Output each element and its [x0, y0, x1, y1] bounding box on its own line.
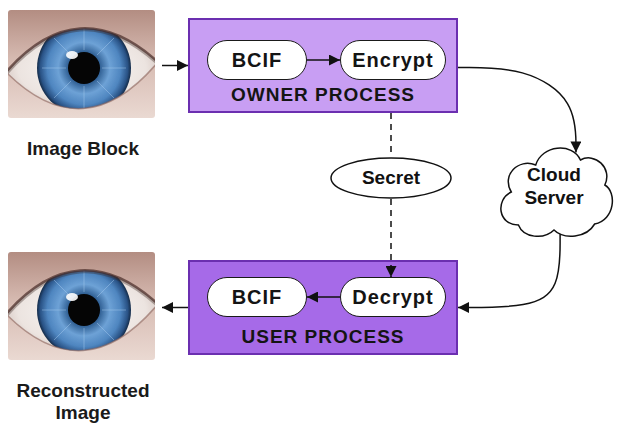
image-block: Image Block: [4, 10, 162, 160]
arrow-connector: [458, 67, 576, 152]
node-label: USER PROCESS: [242, 326, 405, 348]
node-label: Decrypt: [352, 286, 433, 308]
node-label: Image Block: [27, 138, 139, 160]
node-label: Reconstructed Image: [4, 380, 162, 424]
cloud-server: Cloud Server: [493, 130, 615, 242]
arrow-connector: [162, 65, 188, 67]
arrow-connector: [162, 307, 188, 309]
node-label: Cloud Server: [512, 163, 596, 209]
arrow-connector: [307, 296, 340, 298]
dashed-connector: [390, 113, 392, 157]
step-box: BCIF: [207, 277, 307, 317]
node-label: Secret: [362, 167, 420, 189]
arrow-connector: [458, 234, 560, 307]
eye-picture: [6, 252, 158, 360]
step-box: Encrypt: [340, 40, 446, 80]
cloud-outline: [493, 130, 615, 242]
user-process-box: USER PROCESS BCIF Decrypt: [188, 260, 458, 355]
secret-ellipse: Secret: [330, 157, 452, 199]
node-label: BCIF: [232, 49, 283, 71]
step-box: BCIF: [207, 40, 307, 80]
node-label: BCIF: [232, 286, 283, 308]
step-box: Decrypt: [340, 277, 446, 317]
owner-process-box: OWNER PROCESS BCIF Encrypt: [188, 18, 458, 113]
node-label: Encrypt: [352, 49, 433, 71]
dashed-connector: [390, 199, 392, 277]
arrow-connector: [307, 59, 340, 61]
eye-picture: [6, 10, 158, 118]
node-label: OWNER PROCESS: [231, 84, 415, 106]
reconstructed-image: Reconstructed Image: [4, 252, 162, 424]
